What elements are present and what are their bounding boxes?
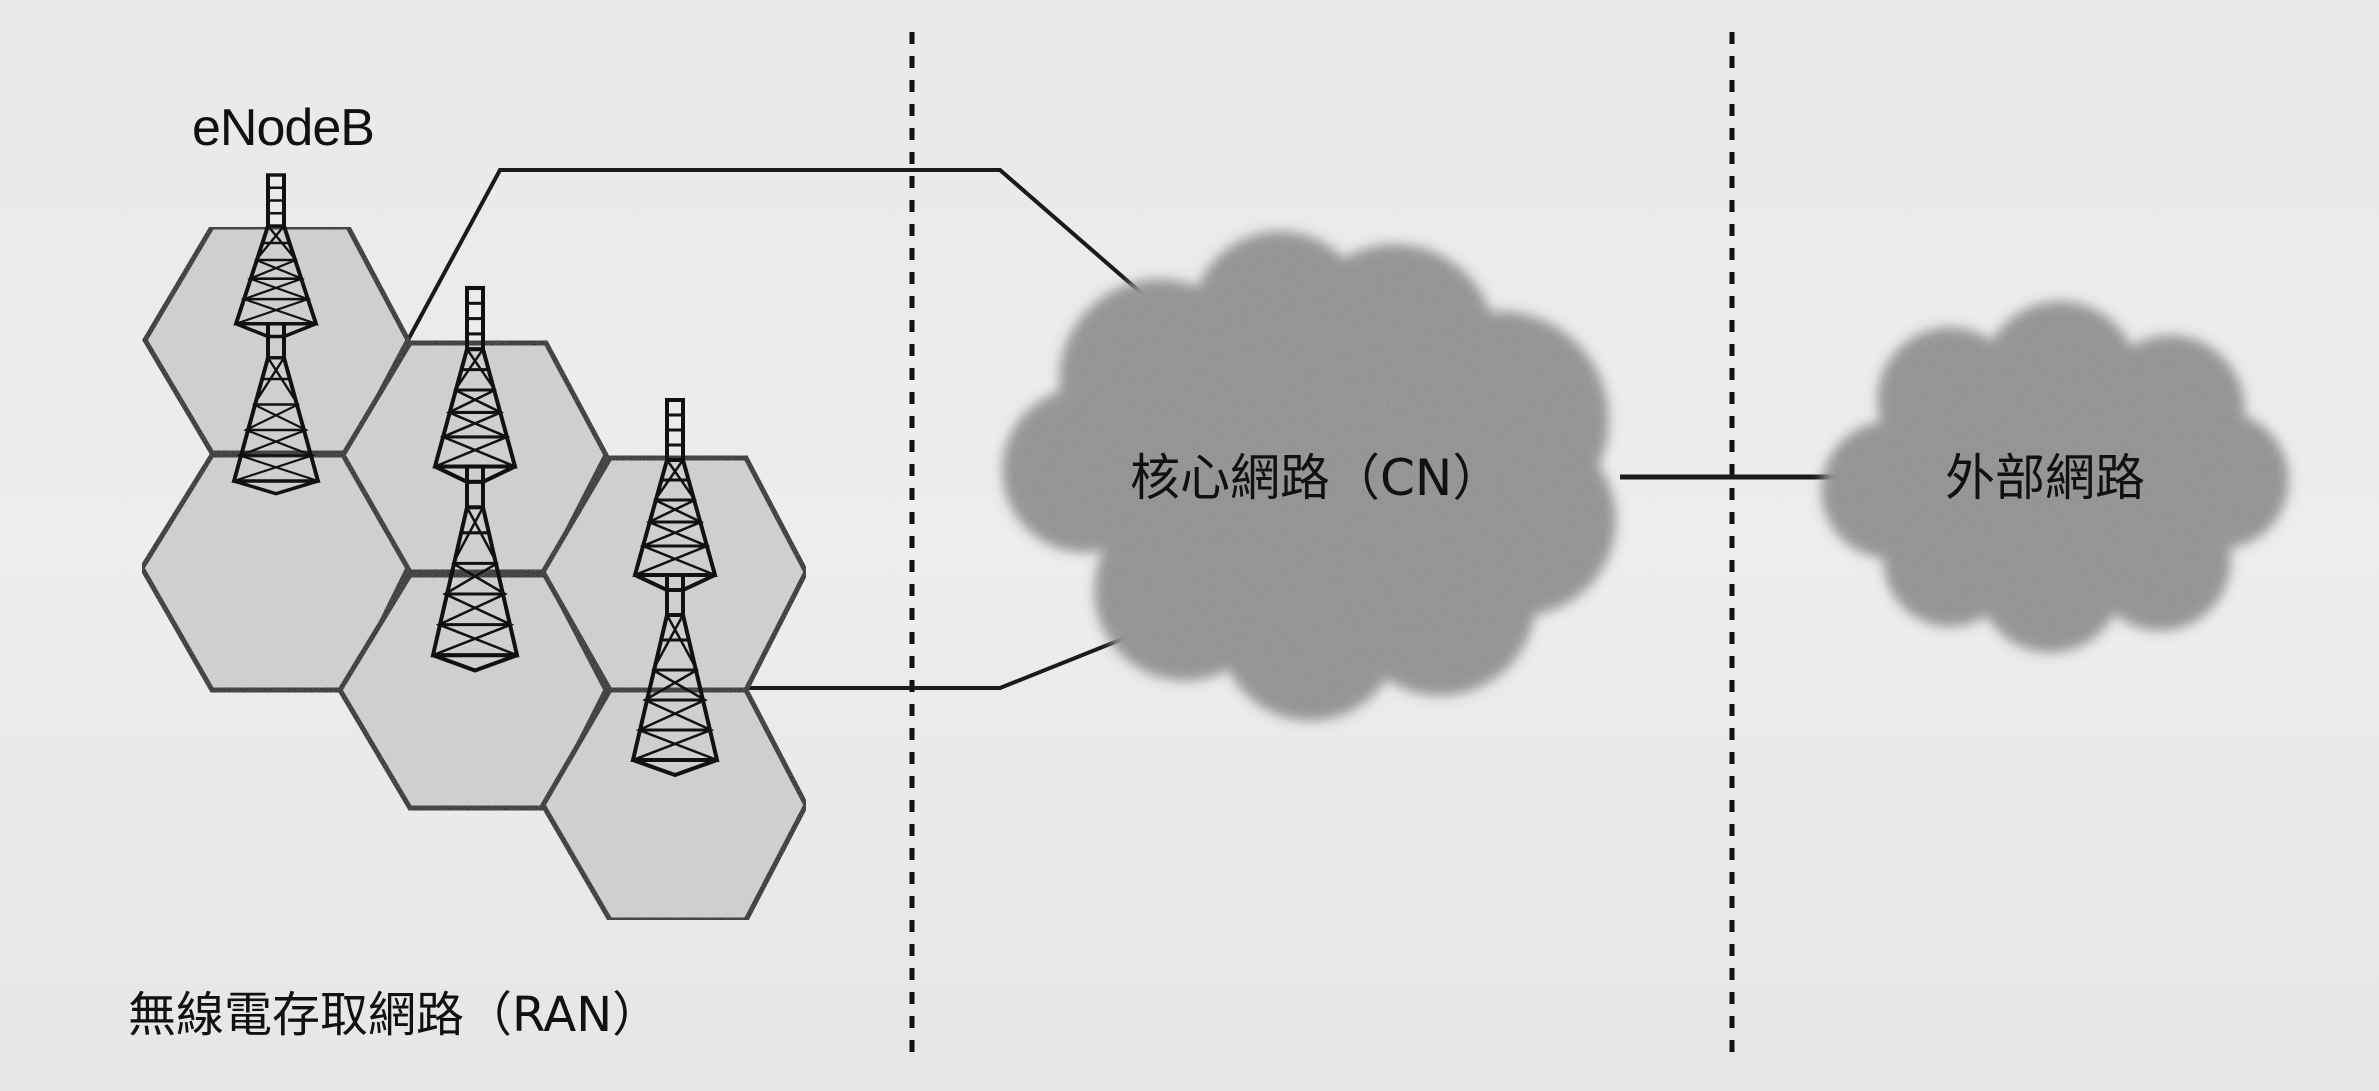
upper-backhaul-line [406,168,1172,341]
lower-backhaul-line [745,630,1141,690]
core-network-cloud [1003,232,1615,720]
enodeb-label: eNodeB [192,99,375,157]
hex-cell-4 [337,572,609,811]
core-network-label: 核心網路（CN） [1130,449,1503,507]
hex-cell-3 [340,340,609,575]
ran-label: 無線電存取網路（RAN） [128,987,661,1043]
external-network-label: 外部網路 [1945,449,2145,507]
external-network-cloud [1822,302,2288,652]
hex-cell-6 [540,687,809,923]
